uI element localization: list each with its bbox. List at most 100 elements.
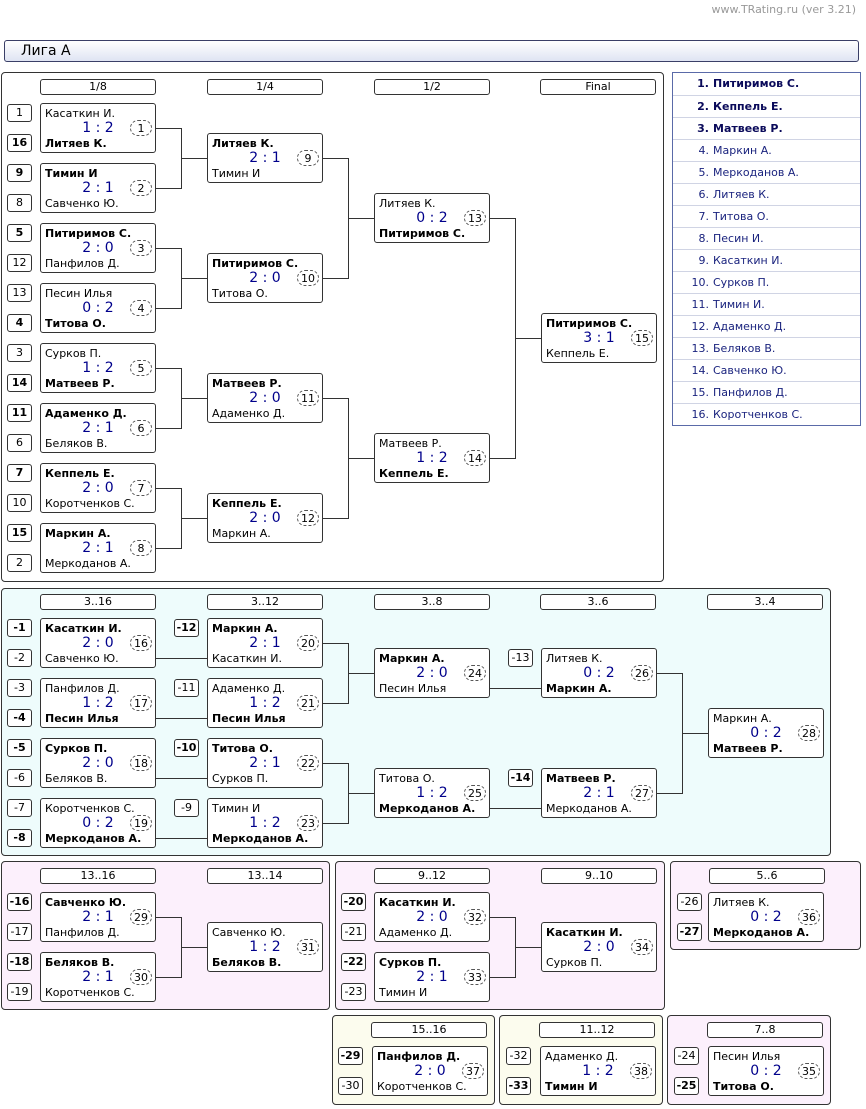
round-header: 3..4 xyxy=(707,594,823,610)
player-name: Сурков П. xyxy=(379,956,442,969)
player-name: Коротченков С. xyxy=(45,986,135,999)
seed-number: -27 xyxy=(677,923,702,941)
seed-number: -17 xyxy=(7,923,32,941)
bracket-connector xyxy=(181,158,207,159)
seed-number: 9 xyxy=(7,164,32,182)
player-name: Тимин И xyxy=(45,167,98,180)
player-name: Меркоданов А. xyxy=(379,802,476,815)
seed-number: -7 xyxy=(7,799,32,817)
match-number-badge: 36 xyxy=(798,909,820,925)
player-name: Меркоданов А. xyxy=(546,802,632,815)
seed-number: -30 xyxy=(338,1077,363,1095)
seed-number: -14 xyxy=(508,769,533,787)
round-header: 13..16 xyxy=(40,868,156,884)
match-number-badge: 23 xyxy=(297,815,319,831)
bracket-connector xyxy=(181,278,207,279)
player-name: Адаменко Д. xyxy=(212,682,286,695)
seed-number: -25 xyxy=(674,1077,699,1095)
bracket-connector xyxy=(156,128,181,129)
player-name: Беляков В. xyxy=(212,956,282,969)
match-score: 0 : 2 xyxy=(750,725,782,741)
ranking-row: 14.Савченко Ю. xyxy=(673,359,860,381)
seed-number: -13 xyxy=(508,649,533,667)
bracket-connector xyxy=(682,733,708,734)
player-name: Коротченков С. xyxy=(45,497,135,510)
player-name: Беляков В. xyxy=(45,437,108,450)
player-name: Литяев К. xyxy=(379,197,436,210)
player-name: Маркин А. xyxy=(379,652,445,665)
player-name: Песин Илья xyxy=(45,712,119,725)
ranking-row: 11.Тимин И. xyxy=(673,293,860,315)
match-score: 0 : 2 xyxy=(82,815,114,831)
match-number-badge: 37 xyxy=(462,1063,484,1079)
bracket-connector xyxy=(323,518,348,519)
player-name: Кеппель Е. xyxy=(379,467,449,480)
match-score: 1 : 2 xyxy=(416,785,448,801)
player-name: Кеппель Е. xyxy=(45,467,115,480)
match-number-badge: 12 xyxy=(297,510,319,526)
match-score: 2 : 1 xyxy=(249,755,281,771)
match-number-badge: 7 xyxy=(130,480,152,496)
bracket-connector xyxy=(490,917,515,918)
seed-number: -10 xyxy=(174,739,199,757)
match-score: 2 : 0 xyxy=(82,635,114,651)
seed-number: 11 xyxy=(7,404,32,422)
player-name: Касаткин И. xyxy=(212,652,282,665)
match-number-badge: 32 xyxy=(464,909,486,925)
player-name: Песин Илья xyxy=(713,1050,781,1063)
player-name: Маркин А. xyxy=(546,682,612,695)
round-header: 3..6 xyxy=(540,594,656,610)
bracket-connector xyxy=(515,947,541,948)
match-score: 1 : 2 xyxy=(249,695,281,711)
match-number-badge: 28 xyxy=(798,725,820,741)
match-number-badge: 15 xyxy=(631,330,653,346)
seed-number: -22 xyxy=(341,953,366,971)
round-header: 9..10 xyxy=(541,868,657,884)
match-number-badge: 30 xyxy=(130,969,152,985)
round-header: 3..16 xyxy=(40,594,156,610)
player-name: Савченко Ю. xyxy=(45,197,119,210)
credit-text[interactable]: www.TRating.ru (ver 3.21) xyxy=(711,3,856,16)
player-name: Песин Илья xyxy=(379,682,447,695)
match-number-badge: 31 xyxy=(297,939,319,955)
player-name: Песин Илья xyxy=(45,287,113,300)
